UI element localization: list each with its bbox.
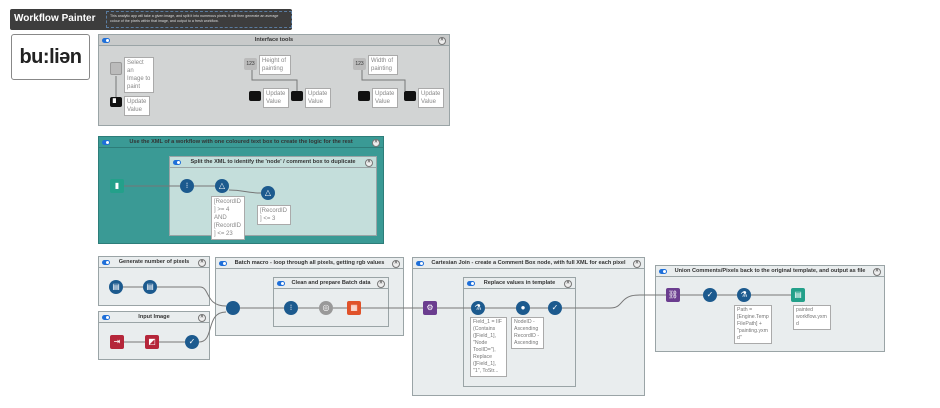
union-tool-icon[interactable]: ⛓ bbox=[666, 288, 680, 302]
container-toggle[interactable] bbox=[173, 160, 181, 165]
container-toggle[interactable] bbox=[219, 261, 227, 266]
sort-tool-icon[interactable]: ● bbox=[516, 301, 530, 315]
collapse-button[interactable]: ^ bbox=[365, 158, 373, 167]
collapse-button[interactable]: ^ bbox=[372, 138, 380, 147]
workflow-description: This analytic app will take a given imag… bbox=[106, 11, 292, 28]
container-toggle[interactable] bbox=[102, 315, 110, 320]
workflow-title-banner: Workflow Painter This analytic app will … bbox=[10, 9, 292, 30]
container-title: Cartesian Join - create a Comment Box no… bbox=[431, 260, 626, 266]
container-title: Union Comments/Pixels back to the origin… bbox=[674, 268, 866, 274]
container-toggle[interactable] bbox=[659, 269, 667, 274]
collapse-button[interactable]: ^ bbox=[873, 267, 881, 276]
numeric-updown-tool-icon[interactable]: 123 bbox=[353, 58, 366, 70]
collapse-button[interactable]: ^ bbox=[392, 259, 400, 268]
file-browse-tool-icon[interactable] bbox=[110, 62, 122, 75]
update-value-tool-icon[interactable] bbox=[291, 91, 303, 101]
update-value-tool-icon[interactable] bbox=[358, 91, 370, 101]
batch-macro-tool-icon[interactable] bbox=[226, 301, 240, 315]
select-tool-icon[interactable]: ✓ bbox=[548, 301, 562, 315]
container-title: Split the XML to identify the 'node' / c… bbox=[190, 159, 356, 165]
update-value-tool-icon[interactable] bbox=[249, 91, 261, 101]
image-input-tool-icon[interactable]: ⇥ bbox=[110, 335, 124, 349]
annotation: painted workflow.yxmd bbox=[793, 305, 831, 330]
update-value-tool-icon[interactable] bbox=[404, 91, 416, 101]
annotation: Field_1 = IIF (Contains ([Field_1], "Nod… bbox=[470, 317, 507, 377]
container-title: Batch macro - loop through all pixels, g… bbox=[234, 260, 385, 266]
annotation: Select an Image to paint bbox=[124, 57, 154, 93]
container-title: Input Image bbox=[138, 314, 170, 320]
collapse-button[interactable]: ^ bbox=[633, 259, 641, 268]
container-title: Replace values in template bbox=[483, 280, 556, 286]
append-fields-tool-icon[interactable]: ⚙ bbox=[423, 301, 437, 315]
annotation: Update Value bbox=[418, 88, 444, 108]
container-title: Generate number of pixels bbox=[118, 259, 190, 265]
annotation: Update Value bbox=[124, 96, 150, 116]
container-toggle[interactable] bbox=[102, 140, 110, 145]
container-title: Clean and prepare Batch data bbox=[291, 280, 371, 286]
select-tool-icon[interactable]: ⁝ bbox=[180, 179, 194, 193]
annotation: Update Value bbox=[372, 88, 398, 108]
annotation: [RecordID] <= 3 bbox=[257, 205, 291, 225]
collapse-button[interactable]: ^ bbox=[438, 36, 446, 45]
filter-tool-icon[interactable]: △ bbox=[215, 179, 229, 193]
numeric-updown-tool-icon[interactable]: 123 bbox=[244, 58, 257, 70]
collapse-button[interactable]: ^ bbox=[564, 279, 572, 288]
container-title: Use the XML of a workflow with one colou… bbox=[129, 139, 353, 145]
generate-rows-tool-icon[interactable]: ▤ bbox=[109, 280, 123, 294]
annotation: Height of painting bbox=[259, 55, 291, 75]
connection bbox=[361, 70, 406, 91]
select-tool-icon[interactable]: ⁝ bbox=[284, 301, 298, 315]
connection bbox=[251, 70, 298, 91]
annotation: Update Value bbox=[305, 88, 331, 108]
text-input-tool-icon[interactable]: ▮ bbox=[110, 179, 124, 193]
container-toggle[interactable] bbox=[277, 281, 285, 286]
container-toggle[interactable] bbox=[102, 260, 110, 265]
formula-tool-icon[interactable]: ⚗ bbox=[471, 301, 485, 315]
generate-rows-tool-icon[interactable]: ▤ bbox=[143, 280, 157, 294]
connection bbox=[124, 311, 227, 343]
collapse-button[interactable]: ^ bbox=[198, 313, 206, 322]
connection bbox=[123, 286, 227, 307]
formula-tool-icon[interactable]: ⚗ bbox=[737, 288, 751, 302]
connection bbox=[437, 294, 666, 309]
output-data-tool-icon[interactable]: ▤ bbox=[791, 288, 805, 302]
connection bbox=[124, 185, 262, 194]
transpose-tool-icon[interactable]: ▦ bbox=[347, 301, 361, 315]
annotation: Update Value bbox=[263, 88, 289, 108]
annotation: [RecordID] >= 4 AND [RecordID] <= 23 bbox=[211, 196, 245, 240]
update-value-tool-icon[interactable]: ▘ bbox=[110, 97, 122, 108]
annotation: NodeID - Ascending RecordID - Ascending bbox=[511, 317, 544, 349]
logo: bu:liən bbox=[11, 34, 90, 80]
annotation: Width of painting bbox=[368, 55, 398, 75]
workflow-title: Workflow Painter bbox=[14, 13, 96, 24]
image-profile-tool-icon[interactable]: ◩ bbox=[145, 335, 159, 349]
record-id-tool-icon[interactable]: ◎ bbox=[319, 301, 333, 315]
collapse-button[interactable]: ^ bbox=[198, 258, 206, 267]
filter-tool-icon[interactable]: △ bbox=[261, 186, 275, 200]
container-toggle[interactable] bbox=[102, 38, 110, 43]
annotation: Path = [Engine.TempFilePath] + "painting… bbox=[734, 305, 772, 344]
select-tool-icon[interactable]: ✓ bbox=[185, 335, 199, 349]
container-title: Interface tools bbox=[254, 37, 294, 43]
container-toggle[interactable] bbox=[467, 281, 475, 286]
select-tool-icon[interactable]: ✓ bbox=[703, 288, 717, 302]
collapse-button[interactable]: ^ bbox=[377, 279, 385, 288]
container-toggle[interactable] bbox=[416, 261, 424, 266]
